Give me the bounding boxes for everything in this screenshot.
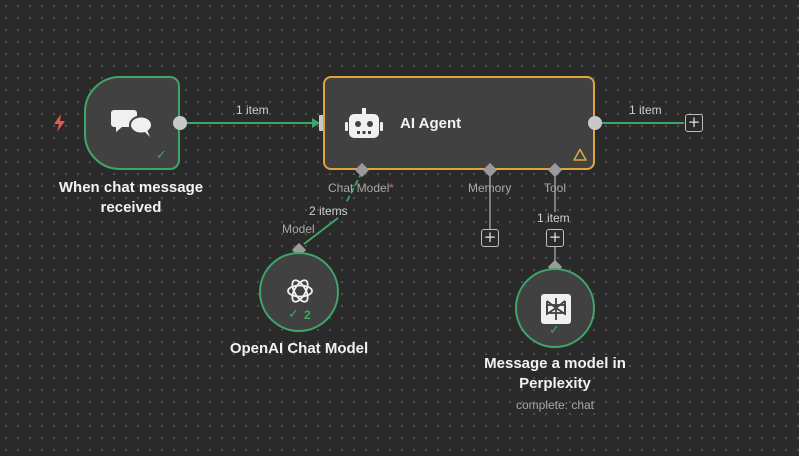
- success-check-icon: ✓: [288, 307, 299, 322]
- agent-title: AI Agent: [400, 115, 462, 132]
- edge-arrowhead: [312, 118, 320, 128]
- add-tool-button[interactable]: +: [546, 229, 564, 247]
- perplexity-node[interactable]: ✓: [515, 268, 595, 348]
- edge-model-agent-lower[interactable]: [303, 217, 339, 245]
- run-count: 2: [304, 308, 311, 322]
- agent-output-port[interactable]: [588, 116, 602, 130]
- required-mark: *: [389, 181, 395, 195]
- robot-icon: [345, 108, 383, 145]
- model-port-label: Model: [282, 222, 315, 236]
- trigger-title: When chat message received: [58, 179, 204, 216]
- openai-icon: [284, 275, 316, 312]
- openai-chat-model-node[interactable]: ✓ 2: [259, 252, 339, 332]
- edge-label-trigger-agent: 1 item: [236, 103, 269, 117]
- edge-label-tool-agent: 1 item: [537, 211, 570, 225]
- trigger-bolt-icon: [52, 113, 68, 133]
- chat-model-label-text: Chat Model: [328, 181, 390, 195]
- openai-title: OpenAI Chat Model: [229, 340, 369, 357]
- success-check-icon: ✓: [156, 148, 167, 163]
- perplexity-title: Message a model in Perplexity: [484, 355, 626, 392]
- edge-model-agent[interactable]: [345, 171, 363, 204]
- chat-bubbles-icon: [110, 106, 154, 147]
- trigger-node[interactable]: ✓: [84, 76, 180, 170]
- trigger-output-port[interactable]: [173, 116, 187, 130]
- edge-label-agent-out: 1 item: [629, 103, 662, 117]
- memory-port-label: Memory: [468, 181, 512, 195]
- success-check-icon: ✓: [549, 323, 560, 338]
- warning-triangle-icon[interactable]: [573, 148, 587, 166]
- tool-port-label: Tool: [544, 181, 567, 195]
- chat-model-port-label: Chat Model*: [328, 181, 394, 195]
- add-next-node-button[interactable]: +: [685, 114, 703, 132]
- edge-label-model-agent: 2 items: [309, 204, 348, 218]
- perplexity-icon: [541, 294, 571, 329]
- ai-agent-node[interactable]: AI Agent: [323, 76, 595, 170]
- add-memory-button[interactable]: +: [481, 229, 499, 247]
- perplexity-subtitle: complete: chat: [515, 398, 595, 412]
